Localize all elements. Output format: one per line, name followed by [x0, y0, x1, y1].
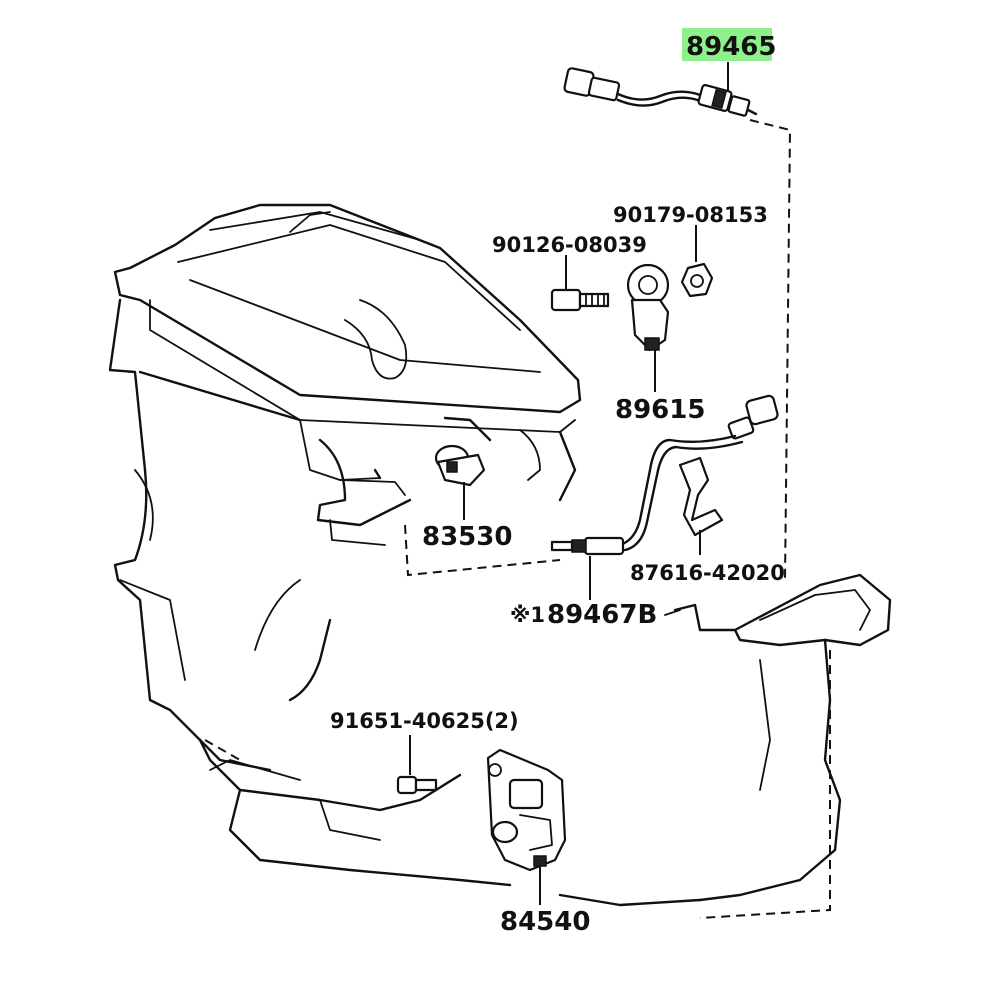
bolt-90126-08039[interactable]	[550, 255, 610, 312]
nut-90179-08153[interactable]	[680, 225, 714, 298]
label-89465[interactable]: 89465	[686, 32, 776, 62]
label-89615[interactable]: 89615	[615, 395, 705, 425]
air-fuel-sensor-89467b[interactable]	[550, 394, 779, 600]
clamp-87616-42020[interactable]	[678, 456, 724, 555]
label-89467b[interactable]: 89467B	[547, 600, 657, 630]
knock-sensor-89615[interactable]	[626, 263, 670, 392]
label-89467b-marker: ※1	[510, 603, 545, 627]
label-83530[interactable]: 83530	[422, 522, 512, 552]
part-labels: 89465 90179-08153 90126-08039 89615 8353…	[330, 28, 785, 937]
oil-pressure-switch-83530[interactable]	[434, 444, 486, 520]
label-90179-08153[interactable]: 90179-08153	[613, 203, 768, 227]
dashed-leader-lines	[204, 119, 831, 919]
label-91651-40625[interactable]: 91651-40625(2)	[330, 709, 519, 733]
highlight-box-89465	[682, 28, 772, 61]
label-87616-42020[interactable]: 87616-42020	[630, 561, 785, 585]
engine-block-drawing	[108, 203, 892, 907]
label-90126-08039[interactable]: 90126-08039	[492, 233, 647, 257]
sensor-assembly-84540[interactable]	[486, 748, 567, 905]
oxygen-sensor-89465[interactable]	[563, 62, 758, 117]
label-84540[interactable]: 84540	[500, 907, 590, 937]
bolt-91651-40625[interactable]	[396, 735, 438, 795]
